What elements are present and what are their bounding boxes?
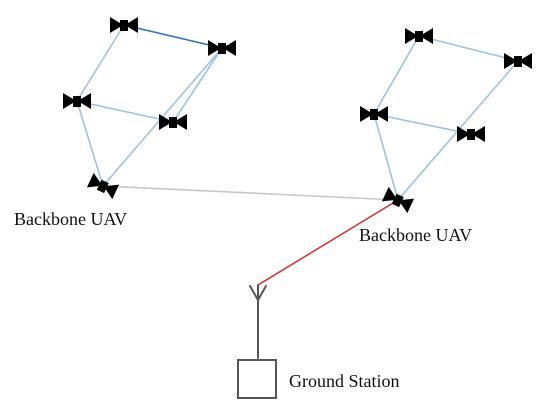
uav-left-right-icon [208, 39, 236, 56]
uav-left-top-icon [110, 16, 138, 33]
link-l3-l4 [76, 100, 174, 123]
backbone-uav-label-left: Backbone UAV [14, 209, 127, 229]
uav-right-top-icon [405, 27, 433, 44]
ground-station-box [237, 359, 277, 399]
link-r1-r2 [418, 35, 519, 62]
nodes-layer [63, 16, 532, 214]
uav-right-mid-icon [360, 105, 388, 122]
uav-left-backbone-icon [86, 171, 120, 200]
uav-right-far-icon [504, 52, 532, 69]
link-r1-r3 [373, 35, 420, 115]
backbone-uav-label-right: Backbone UAV [359, 225, 472, 245]
link-r3-r4 [373, 113, 472, 135]
antenna-icon [249, 284, 267, 359]
link-l2-l4 [172, 47, 223, 123]
uav-left-mid-icon [63, 92, 91, 109]
link-l1-l3 [76, 24, 125, 102]
links-layer [76, 24, 519, 286]
link-r3-r5 [373, 113, 399, 201]
ground-station-label: Ground Station [289, 371, 400, 391]
link-r5-gs [257, 199, 399, 286]
link-l5-r5 [102, 185, 399, 201]
link-l3-l5 [76, 100, 104, 187]
link-l1-l2 [123, 24, 223, 49]
uav-right-backbone-icon [381, 185, 415, 214]
